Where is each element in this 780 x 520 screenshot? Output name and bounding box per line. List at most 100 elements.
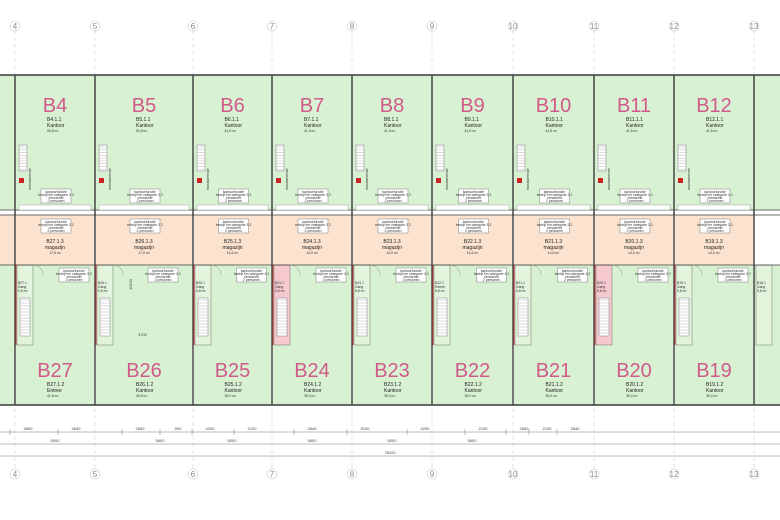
grid-bubble <box>507 20 519 32</box>
fire-note: brandwerende <box>108 168 112 190</box>
unit-code-bottom: B22 <box>455 360 491 382</box>
notice-text: 2 personen <box>403 278 420 282</box>
dim-value: 2100 <box>479 426 489 431</box>
stair-block <box>355 144 365 172</box>
dim-value: 4640 <box>72 426 82 431</box>
room-name: Kantoor <box>304 388 322 394</box>
notice-text: verwarmd <box>138 196 153 200</box>
notice-box <box>377 218 409 234</box>
stair-block <box>678 297 690 337</box>
notice-box <box>539 218 570 234</box>
grid-number: 4 <box>13 470 18 479</box>
room-number: B19.1.2 <box>706 382 723 388</box>
notice-text: bedrijf t/m categorie 3.2 <box>617 193 653 197</box>
door-swing <box>112 264 124 276</box>
room-edge-left <box>0 215 15 265</box>
notice-box <box>236 267 267 283</box>
notice-text: kantoorfunctie <box>704 220 725 224</box>
hallway-area: 5,8 m² <box>355 289 365 293</box>
stair-block <box>197 297 209 337</box>
notice-text: bedrijf t/m categorie 3.2 <box>617 223 653 227</box>
room-area: 41,6 m² <box>47 394 59 398</box>
notice-text: bedrijf t/m categorie 3.2 <box>375 223 411 227</box>
notice-text: bedrijf t/m categorie 3.2 <box>216 223 252 227</box>
fire-extinguisher-icon <box>197 178 202 183</box>
grid-number: 8 <box>350 22 355 31</box>
hallway-name: Gang <box>597 285 605 289</box>
notice-text: bedrijf t/m categorie 3.2 <box>234 272 270 276</box>
notice-box <box>315 267 347 283</box>
dim-value: 5600 <box>156 438 166 443</box>
grid-number: 5 <box>93 470 98 479</box>
hallway-number: B22.1 <box>435 281 444 285</box>
notice-text: 2 personen <box>465 199 482 203</box>
hallway-name: Gang <box>516 285 524 289</box>
notice-text: 2 personen <box>225 229 242 233</box>
room-number: B9.1.1 <box>465 117 480 123</box>
notice-text: kantoorfunctie <box>302 190 323 194</box>
notice-text: 2 personen <box>546 229 563 233</box>
notice-text: kantoorfunctie <box>400 269 421 273</box>
unit-code-bottom: B26 <box>126 360 162 382</box>
notice-text: verwarmd <box>726 275 741 279</box>
hallway-area: 5,8 m² <box>196 289 206 293</box>
grid-bubble <box>426 20 438 32</box>
grid-bubble <box>266 468 278 480</box>
grid-number: 9 <box>430 470 435 479</box>
notice-text: bedrijf t/m categorie 3.2 <box>697 223 733 227</box>
dim-value: 8000 <box>51 438 61 443</box>
grid-number: 13 <box>750 470 759 479</box>
notice-box <box>699 188 731 204</box>
hallway <box>755 264 773 346</box>
notice-text: verwarmd <box>156 275 171 279</box>
notice-text: bedrijf t/m categorie 3.2 <box>127 223 163 227</box>
notice-box <box>40 218 72 234</box>
dim-value: 4200 <box>206 426 216 431</box>
grid-bubble <box>187 468 199 480</box>
notice-text: verwarmd <box>226 226 241 230</box>
notice-text: 2 personen <box>66 278 83 282</box>
room-area: 35,0 m² <box>304 394 316 398</box>
partition-strip <box>435 204 510 211</box>
notice-text: 2 personen <box>385 229 402 233</box>
notice-text: 2 personen <box>155 278 172 282</box>
notice-text: 2 personen <box>465 229 482 233</box>
office-room <box>272 75 352 210</box>
dim-value: 2840 <box>136 426 146 431</box>
notice-text: 2 personen <box>305 229 322 233</box>
room-name: Kantoor <box>626 123 644 129</box>
grid-bubble <box>346 468 358 480</box>
partition-strip <box>98 204 190 211</box>
storage-area: 17,5 m² <box>49 251 61 255</box>
storage-name: magazijn <box>543 245 563 251</box>
hallway-number: B26.1 <box>98 281 107 285</box>
notice-text: kantoorfunctie <box>481 269 502 273</box>
unit-code-top: B12 <box>696 95 732 117</box>
grid-bubble <box>668 468 680 480</box>
grid-bubble <box>89 468 101 480</box>
hallway-number: B27.1 <box>18 281 27 285</box>
dim-value: 2840 <box>308 426 318 431</box>
grid-bubble <box>89 20 101 32</box>
hallway-name: Gang <box>677 285 685 289</box>
grid-number: 6 <box>191 22 196 31</box>
notice-text: verwarmd <box>386 226 401 230</box>
notice-text: bedrijf t/m categorie 3.2 <box>127 193 163 197</box>
fire-extinguisher-icon <box>19 178 24 183</box>
storage-area: 14,5 m² <box>708 251 720 255</box>
storage-name: magazijn <box>462 245 482 251</box>
hallway-name: Gang <box>355 285 363 289</box>
unit-code-bottom: B20 <box>616 360 652 382</box>
room-number: B8.1.1 <box>384 117 399 123</box>
notice-box <box>377 188 409 204</box>
notice-text: kantoorfunctie <box>624 220 645 224</box>
hallway-area: 5,8 m² <box>677 289 687 293</box>
hallway-name: Entree <box>435 285 445 289</box>
notice-box <box>58 267 90 283</box>
office-room <box>432 75 513 210</box>
hallway-number: B18.1 <box>757 281 766 285</box>
grid-bubble <box>588 468 600 480</box>
notice-text: bedrijf t/m categorie 3.2 <box>555 272 591 276</box>
notice-box <box>557 267 588 283</box>
notice-text: verwarmd <box>708 196 723 200</box>
